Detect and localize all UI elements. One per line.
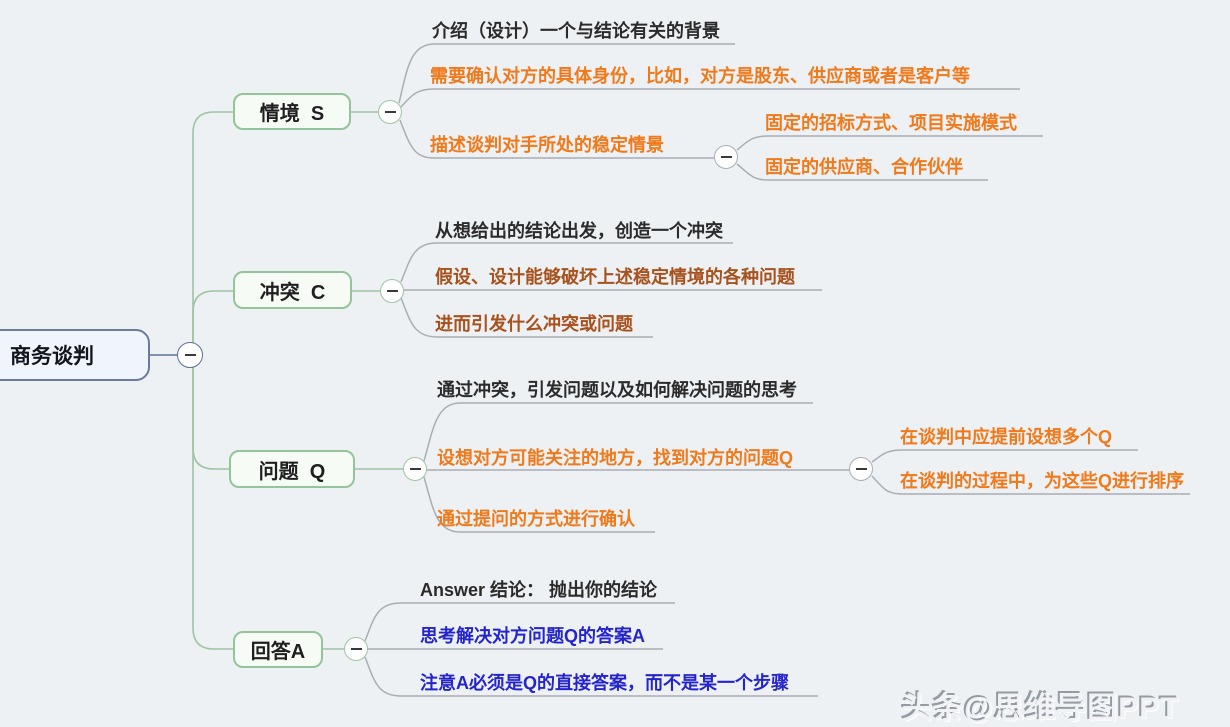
topic-label[interactable]: 需要确认对方的具体身份，比如，对方是股东、供应商或者是客户等: [430, 66, 970, 86]
topic-label[interactable]: 进而引发什么冲突或问题: [435, 314, 633, 334]
topic-label[interactable]: 通过提问的方式进行确认: [437, 509, 635, 529]
branch-node-question[interactable]: 问题 Q: [229, 450, 355, 488]
topic-label[interactable]: 思考解决对方问题Q的答案A: [420, 626, 645, 646]
topic-label[interactable]: 注意A必须是Q的直接答案，而不是某一个步骤: [420, 673, 789, 693]
branch-collapse-minus-icon[interactable]: [380, 279, 404, 303]
branch-collapse-minus-icon[interactable]: [344, 637, 368, 661]
subtopic-collapse-minus-icon[interactable]: [849, 457, 873, 481]
subtopic-collapse-minus-icon[interactable]: [714, 145, 738, 169]
branch-node-label: 冲突 C: [259, 281, 326, 304]
root-collapse-minus-icon[interactable]: [177, 342, 203, 368]
branch-node-label: 回答A: [250, 641, 306, 663]
subtopic-label[interactable]: 在谈判中应提前设想多个Q: [900, 427, 1112, 447]
topic-label[interactable]: 介绍（设计）一个与结论有关的背景: [432, 21, 720, 41]
root-node-label: 商务谈判: [10, 345, 94, 368]
topic-label[interactable]: 设想对方可能关注的地方，找到对方的问题Q: [437, 448, 793, 468]
branch-node-label: 问题 Q: [258, 460, 326, 483]
topic-label[interactable]: Answer 结论： 抛出你的结论: [420, 580, 658, 600]
subtopic-label[interactable]: 固定的招标方式、项目实施模式: [765, 113, 1017, 133]
subtopic-label[interactable]: 固定的供应商、合作伙伴: [765, 157, 963, 177]
branch-collapse-minus-icon[interactable]: [378, 100, 402, 124]
branch-node-conflict[interactable]: 冲突 C: [233, 271, 352, 309]
subtopic-label[interactable]: 在谈判的过程中，为这些Q进行排序: [900, 471, 1184, 491]
topic-label[interactable]: 描述谈判对手所处的稳定情景: [430, 135, 664, 155]
branch-node-label: 情境 S: [259, 103, 325, 125]
branch-collapse-minus-icon[interactable]: [403, 457, 427, 481]
topic-label[interactable]: 通过冲突，引发问题以及如何解决问题的思考: [437, 380, 797, 400]
branch-node-situation[interactable]: 情境 S: [233, 93, 351, 130]
topic-label[interactable]: 从想给出的结论出发，创造一个冲突: [435, 221, 723, 241]
root-node[interactable]: 商务谈判: [0, 329, 150, 381]
watermark-text: 头条@思维导图PPT: [902, 692, 1180, 725]
topic-label[interactable]: 假设、设计能够破坏上述稳定情境的各种问题: [435, 267, 795, 287]
branch-node-answer[interactable]: 回答A: [233, 631, 323, 668]
